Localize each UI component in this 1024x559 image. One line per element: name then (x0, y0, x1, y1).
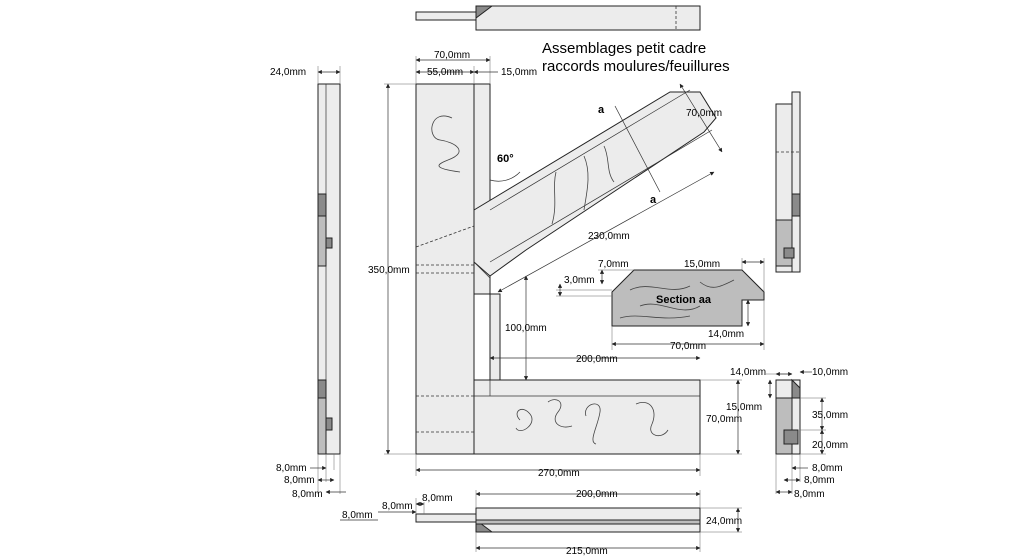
dim-bot-8a: 8,0mm (422, 493, 453, 504)
bottom-view: 200,0mm 8,0mm 8,0mm 8,0mm 24,0mm 215,0mm (340, 489, 742, 557)
dim-left-8c: 8,0mm (292, 489, 323, 500)
dim-right-15: 15,0mm (726, 402, 762, 413)
main-front-view: 60° a a (415, 83, 717, 455)
dim-height: 350,0mm (368, 265, 410, 276)
right-side-view-lower: 14,0mm 10,0mm 15,0mm 35,0mm 20,0mm 8,0mm… (726, 367, 848, 495)
section-mark-top: a (598, 104, 605, 116)
section-aa-label: Section aa (656, 294, 712, 306)
dim-bot-200: 200,0mm (576, 489, 618, 500)
dim-offset-100: 100,0mm (505, 323, 547, 334)
dim-top-rabbet: 15,0mm (501, 67, 537, 78)
dim-right-10: 10,0mm (812, 367, 848, 378)
dim-bottom-height: 70,0mm (706, 414, 742, 425)
dim-sec-15: 15,0mm (684, 259, 720, 270)
dim-left-thickness: 24,0mm (270, 67, 306, 78)
dim-diag-width: 70,0mm (686, 108, 722, 119)
bottom-rail (473, 379, 701, 455)
main-dimensions: 70,0mm 55,0mm 15,0mm 350,0mm 70,0mm 230,… (368, 50, 742, 479)
dim-right-8c: 8,0mm (794, 489, 825, 500)
dim-sec-3: 3,0mm (564, 275, 595, 286)
dim-bot-215: 215,0mm (566, 546, 608, 557)
dim-left-8a: 8,0mm (276, 463, 307, 474)
right-side-view-upper (775, 91, 801, 273)
dim-right-8a: 8,0mm (812, 463, 843, 474)
dim-bot-8c: 8,0mm (342, 510, 373, 521)
dim-diag-length: 230,0mm (588, 231, 630, 242)
dim-bot-8b: 8,0mm (382, 501, 413, 512)
dim-sec-14: 14,0mm (708, 329, 744, 340)
drawing-title-line2: raccords moulures/feuillures (542, 58, 730, 75)
angle-label: 60° (497, 153, 514, 165)
dim-top-width: 70,0mm (434, 50, 470, 61)
vertical-stile (415, 83, 475, 455)
dim-bot-24: 24,0mm (706, 516, 742, 527)
diagonal-rail (473, 91, 717, 277)
dim-bottom-total: 270,0mm (538, 468, 580, 479)
dim-right-20: 20,0mm (812, 440, 848, 451)
dim-top-inner: 55,0mm (427, 67, 463, 78)
drawing-title-line1: Assemblages petit cadre (542, 40, 706, 57)
dim-bottom-inner: 200,0mm (576, 354, 618, 365)
dim-right-14: 14,0mm (730, 367, 766, 378)
dim-sec-7: 7,0mm (598, 259, 629, 270)
section-aa: Section aa 3,0mm 7,0mm 15,0mm 14,0mm 70,… (556, 258, 765, 352)
top-view (415, 5, 701, 31)
dim-right-8b: 8,0mm (804, 475, 835, 486)
dim-sec-70: 70,0mm (670, 341, 706, 352)
dim-left-8b: 8,0mm (284, 475, 315, 486)
left-side-view: 24,0mm 8,0mm 8,0mm 8,0mm (270, 66, 346, 500)
dim-right-35: 35,0mm (812, 410, 848, 421)
